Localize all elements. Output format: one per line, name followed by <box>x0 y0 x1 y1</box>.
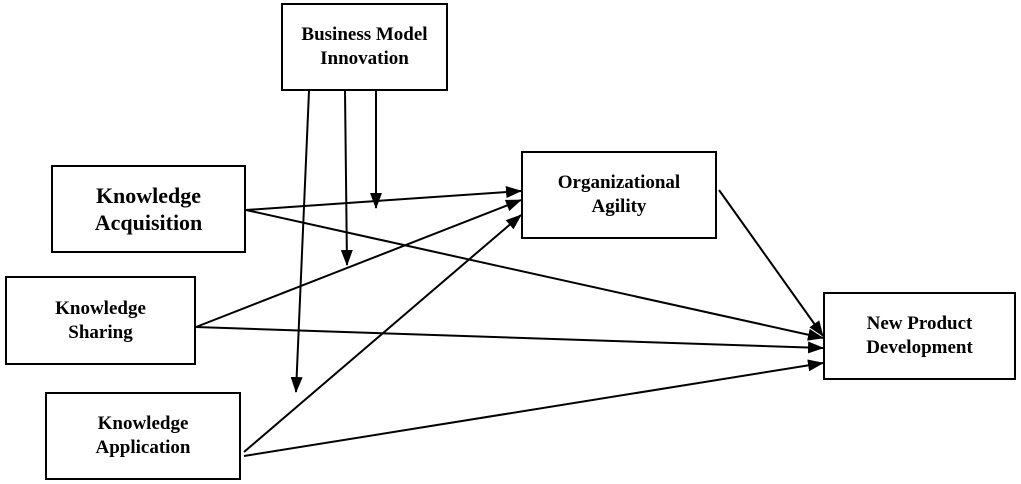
edge-ka-to-npd <box>245 209 824 341</box>
node-label-line: New Product <box>866 313 973 335</box>
moderation-bmi-ks-oa <box>340 90 353 266</box>
moderation-bmi-kap-oa <box>290 90 310 393</box>
node-label-line: Knowledge <box>97 413 189 435</box>
node-label-line: Application <box>95 437 191 458</box>
node-label-line: Development <box>866 337 973 358</box>
edge-ks-to-npd <box>195 326 824 354</box>
node-label-line: Knowledge <box>95 182 202 208</box>
edge-ks-to-oa <box>195 199 522 328</box>
edge-oa-to-npd <box>718 189 824 337</box>
node-organizational-agility: Organizational Agility <box>521 151 717 239</box>
node-knowledge-acquisition: Knowledge Acquisition <box>51 165 246 253</box>
node-knowledge-application: Knowledge Application <box>45 392 241 480</box>
node-label-line: Acquisition <box>94 210 203 235</box>
node-business-model-innovation: Business Model Innovation <box>281 3 448 91</box>
node-label-line: Agility <box>591 196 647 217</box>
node-label-line: Knowledge <box>55 297 146 319</box>
node-label-line: Business Model <box>301 24 428 46</box>
node-knowledge-sharing: Knowledge Sharing <box>5 276 196 365</box>
node-label-line: Sharing <box>68 321 133 343</box>
node-label-line: Innovation <box>320 48 409 69</box>
node-new-product-development: New Product Development <box>823 292 1016 380</box>
edge-ka-to-oa <box>245 186 522 211</box>
edge-kap-to-npd <box>243 359 824 457</box>
node-label-line: Organizational <box>557 172 681 194</box>
